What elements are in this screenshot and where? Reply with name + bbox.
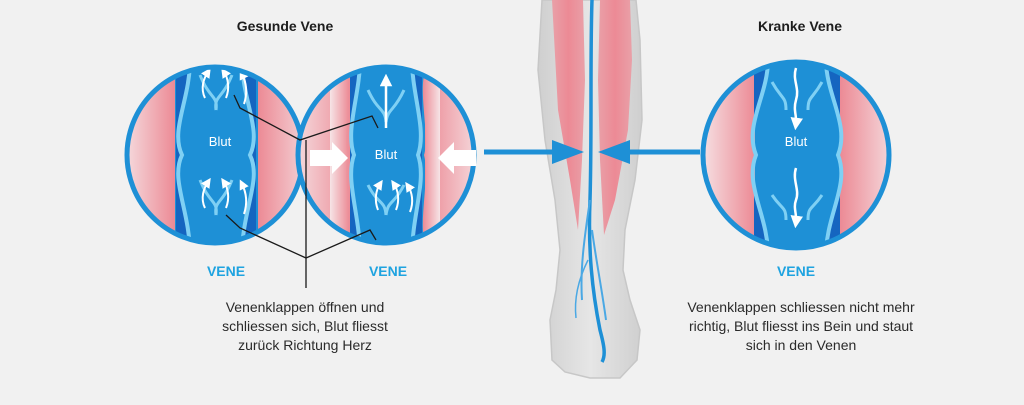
compression-arrow-right-icon [552,140,584,164]
vein-label-diseased: VENE [776,263,816,279]
compression-arrows [484,140,700,164]
diseased-vein-circle [700,59,892,251]
healthy-vein-circle-left [124,64,306,246]
flow-down-arrow-icon [790,67,803,131]
blood-label-diseased: Blut [784,134,808,149]
press-arrow-right-icon [310,142,348,174]
compression-arrow-left-icon [598,140,630,164]
leg-illustration [537,0,643,379]
press-arrow-left-icon [438,142,476,174]
blood-label-left: Blut [208,134,232,149]
vein-label-right: VENE [368,263,408,279]
calf-muscle-left [552,0,585,230]
leg-vein-main [587,0,606,363]
calf-muscle-right [598,0,632,235]
blood-label-right: Blut [374,147,398,162]
healthy-description: Venenklappen öffnen und schliessen sich,… [222,299,388,353]
diseased-title: Kranke Vene [757,18,843,34]
diseased-description: Venenklappen schliessen nicht mehr richt… [687,299,915,353]
healthy-title: Gesunde Vene [236,18,334,34]
pointer-lines [225,94,379,288]
vein-label-left: VENE [206,263,246,279]
